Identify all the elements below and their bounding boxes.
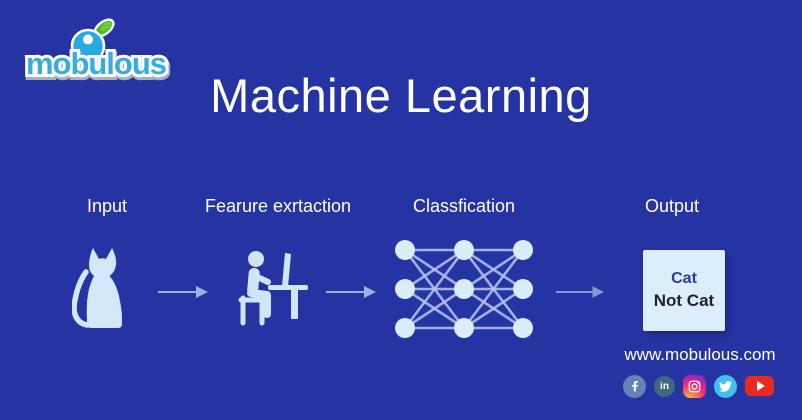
neural-network-icon (395, 240, 533, 338)
network-node (513, 240, 533, 260)
stage-label-input: Input (86, 196, 128, 216)
linkedin-glyph: in (660, 380, 669, 392)
stage-label-output: Output (644, 196, 700, 216)
social-icons-row: in (623, 374, 774, 398)
page-title: Machine Learning (210, 69, 592, 122)
stage-label-classification: Classfication (412, 196, 516, 216)
play-icon (756, 381, 765, 391)
arrow-icon (556, 286, 604, 298)
youtube-icon[interactable] (745, 376, 774, 396)
person-at-desk-icon (238, 251, 308, 326)
network-node (395, 279, 415, 299)
facebook-icon[interactable] (623, 374, 646, 398)
arrow-icon (158, 286, 208, 298)
output-notcat-label: Not Cat (653, 290, 715, 310)
network-node (513, 279, 533, 299)
network-node (454, 240, 474, 260)
network-node (395, 318, 415, 338)
stage-label-feature-extraction: Fearure exrtaction (204, 196, 352, 216)
logo-text: mobulous (26, 46, 166, 81)
output-box: Cat Not Cat (643, 250, 725, 331)
arrow-icon (326, 286, 376, 298)
logo-apple-icon (70, 18, 115, 64)
twitter-icon[interactable] (714, 374, 737, 398)
mobulous-logo: mobulous mobulous (23, 18, 172, 83)
output-cat-label: Cat (671, 270, 697, 288)
website-url[interactable]: www.mobulous.com (624, 345, 776, 364)
network-node (395, 240, 415, 260)
cat-icon (72, 248, 122, 328)
instagram-icon[interactable] (683, 374, 706, 398)
network-node (454, 279, 474, 299)
network-node (454, 318, 474, 338)
linkedin-icon[interactable]: in (654, 375, 675, 397)
logo-text-shadow: mobulous (27, 49, 167, 83)
network-node (513, 318, 533, 338)
